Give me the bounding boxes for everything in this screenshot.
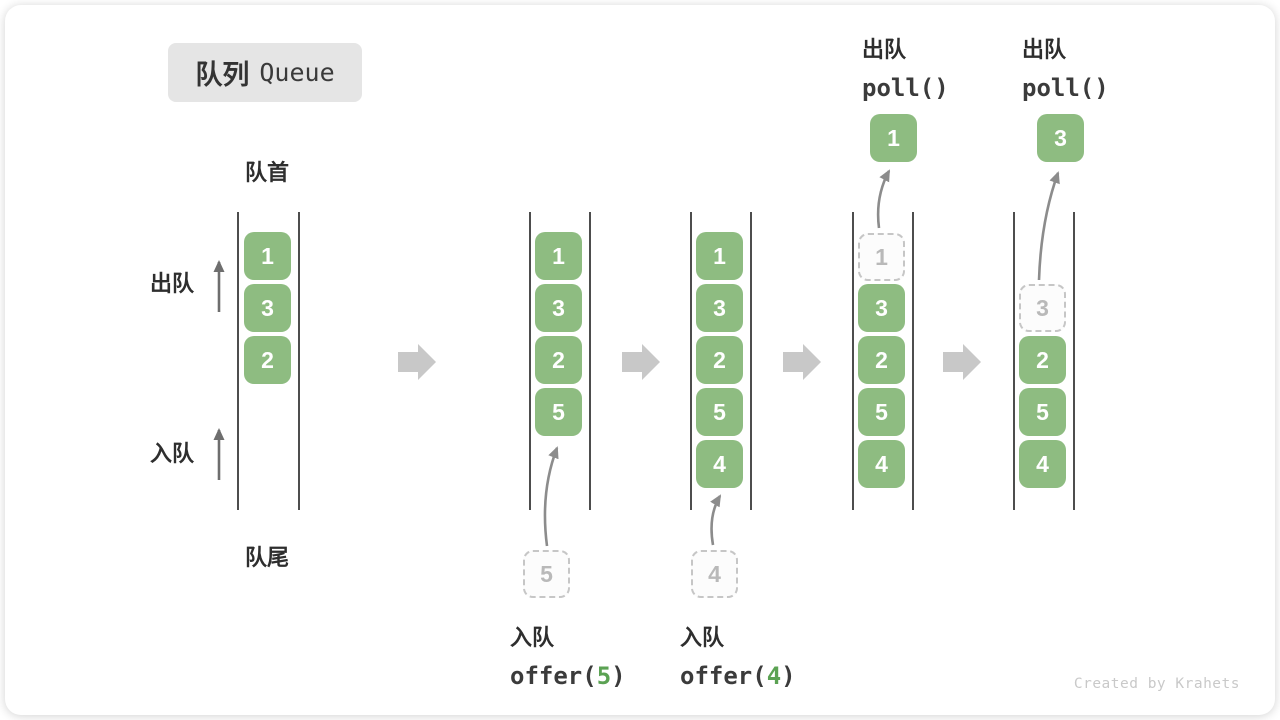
queue-cell: 1 bbox=[244, 232, 291, 280]
staged-value-cell: 4 bbox=[691, 550, 738, 598]
queue-cell: 1 bbox=[696, 232, 743, 280]
queue-wall bbox=[1073, 212, 1075, 510]
op-code: offer(4) bbox=[680, 662, 796, 690]
op-code-fn: offer( bbox=[680, 662, 767, 690]
queue-wall bbox=[529, 212, 531, 510]
op-title: 入队 bbox=[680, 625, 725, 650]
queue-wall bbox=[298, 212, 300, 510]
removed-slot-cell: 1 bbox=[858, 233, 905, 281]
queue-cell: 2 bbox=[858, 336, 905, 384]
queue-wall bbox=[237, 212, 239, 510]
queue-cell: 3 bbox=[858, 284, 905, 332]
queue-cell: 5 bbox=[696, 388, 743, 436]
diagram-card bbox=[5, 5, 1275, 715]
op-title: 出队 bbox=[1022, 37, 1067, 62]
queue-wall bbox=[1013, 212, 1015, 510]
op-code-close: ) bbox=[611, 662, 626, 690]
queue-cell: 5 bbox=[535, 388, 582, 436]
op-code: poll() bbox=[1022, 74, 1109, 102]
op-code-close: ) bbox=[781, 662, 796, 690]
queue-cell: 4 bbox=[858, 440, 905, 488]
op-code-arg: 4 bbox=[766, 662, 782, 690]
title-en: Queue bbox=[259, 58, 335, 87]
queue-cell: 1 bbox=[535, 232, 582, 280]
queue-front-label: 队首 bbox=[245, 160, 290, 185]
title-badge: 队列 Queue bbox=[168, 43, 362, 102]
queue-wall bbox=[589, 212, 591, 510]
dequeue-label: 出队 bbox=[150, 271, 195, 296]
queue-cell: 2 bbox=[535, 336, 582, 384]
queue-cell: 4 bbox=[1019, 440, 1066, 488]
poll-1-op-label: 出队 poll() bbox=[862, 32, 949, 102]
op-code: offer(5) bbox=[510, 662, 626, 690]
queue-cell: 2 bbox=[244, 336, 291, 384]
removed-slot-cell: 3 bbox=[1019, 284, 1066, 332]
poll-2-op-label: 出队 poll() bbox=[1022, 32, 1109, 102]
queue-rear-label: 队尾 bbox=[245, 545, 290, 570]
enqueue-4-op-label: 入队 offer(4) bbox=[680, 620, 796, 690]
queue-cell: 5 bbox=[858, 388, 905, 436]
op-title: 出队 bbox=[862, 37, 907, 62]
queue-cell: 3 bbox=[696, 284, 743, 332]
watermark-credit: Created by Krahets bbox=[1073, 676, 1240, 692]
queue-cell: 3 bbox=[535, 284, 582, 332]
op-code-arg: 5 bbox=[596, 662, 612, 690]
enqueue-label: 入队 bbox=[150, 441, 195, 466]
staged-value-cell: 5 bbox=[523, 550, 570, 598]
enqueue-5-op-label: 入队 offer(5) bbox=[510, 620, 626, 690]
queue-wall bbox=[750, 212, 752, 510]
queue-cell: 2 bbox=[1019, 336, 1066, 384]
queue-cell: 3 bbox=[244, 284, 291, 332]
title-zh: 队列 bbox=[195, 60, 250, 90]
queue-cell: 4 bbox=[696, 440, 743, 488]
queue-wall bbox=[912, 212, 914, 510]
queue-cell: 2 bbox=[696, 336, 743, 384]
op-code-fn: offer( bbox=[510, 662, 597, 690]
queue-cell: 5 bbox=[1019, 388, 1066, 436]
popped-value-cell: 3 bbox=[1037, 114, 1084, 162]
queue-wall bbox=[690, 212, 692, 510]
op-code: poll() bbox=[862, 74, 949, 102]
popped-value-cell: 1 bbox=[870, 114, 917, 162]
op-title: 入队 bbox=[510, 625, 555, 650]
queue-wall bbox=[852, 212, 854, 510]
